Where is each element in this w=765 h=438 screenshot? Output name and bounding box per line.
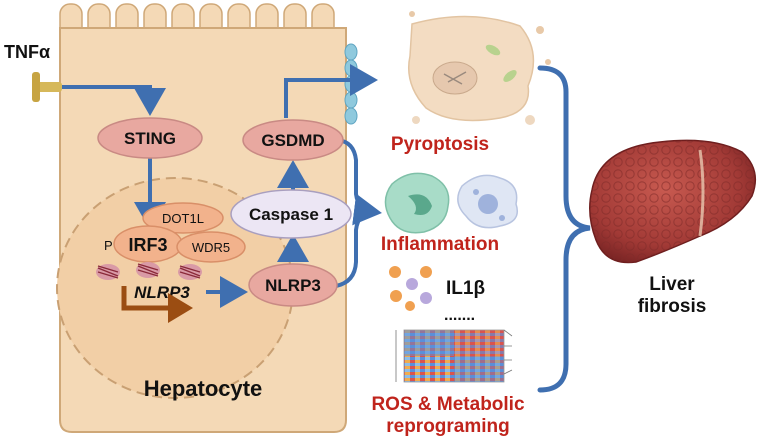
nlrp3-protein-node: NLRP3 xyxy=(248,263,338,307)
dot1l-node: DOT1L xyxy=(142,202,224,234)
sting-node: STING xyxy=(97,117,203,159)
arrow-gsdmd-to-inflammation xyxy=(337,138,382,226)
caspase1-node: Caspase 1 xyxy=(230,189,352,239)
gsdmd-label: GSDMD xyxy=(261,131,324,150)
ellipsis-label: ....... xyxy=(444,307,475,324)
nlrp3-gene-label: NLRP3 xyxy=(134,283,190,302)
result-line2: fibrosis xyxy=(638,296,707,317)
curly-brace-icon xyxy=(537,65,591,393)
transcription-arrow-icon xyxy=(121,286,193,323)
liver-icon xyxy=(589,139,757,264)
tnf-receptor xyxy=(32,72,62,102)
inflammation-label: Inflammation xyxy=(381,234,499,255)
immune-cells-illustration xyxy=(384,172,518,234)
pathway-arrows xyxy=(62,64,382,308)
chromatin-icon xyxy=(96,262,202,280)
ros-label-line2: reprograming xyxy=(386,416,510,437)
gsdmd-pores xyxy=(344,43,358,125)
heatmap-illustration xyxy=(395,329,513,383)
result-line1: Liver xyxy=(649,274,695,295)
gsdmd-node: GSDMD xyxy=(242,119,344,161)
phospho-label: P xyxy=(104,238,113,253)
arrow-tnf-to-sting xyxy=(62,85,166,116)
caspase1-label: Caspase 1 xyxy=(249,205,333,224)
irf3-label: IRF3 xyxy=(128,235,167,255)
wdr5-label: WDR5 xyxy=(192,240,230,255)
il1b-label: IL1β xyxy=(446,278,485,299)
nlrp3-protein-label: NLRP3 xyxy=(265,276,321,295)
tnfa-label: TNFα xyxy=(4,42,50,62)
pyroptosis-label: Pyroptosis xyxy=(391,134,489,155)
pyroptotic-cell-illustration xyxy=(408,11,551,125)
arrow-gsdmd-to-pyroptosis xyxy=(284,64,378,118)
irf3-node: IRF3 xyxy=(113,225,183,263)
sting-label: STING xyxy=(124,129,176,148)
wdr5-node: WDR5 xyxy=(176,231,246,263)
ros-label-line1: ROS & Metabolic xyxy=(371,394,525,415)
dot1l-label: DOT1L xyxy=(162,211,204,226)
cell-label: Hepatocyte xyxy=(144,376,263,401)
cytokine-dots-icon xyxy=(389,266,432,311)
